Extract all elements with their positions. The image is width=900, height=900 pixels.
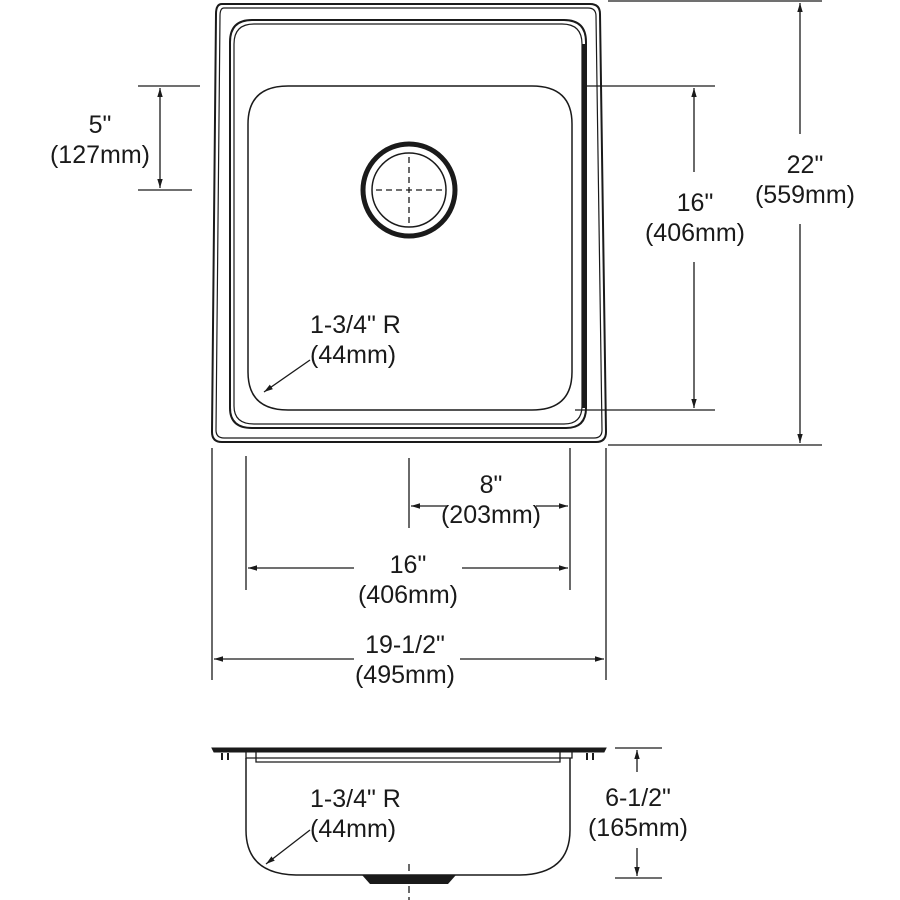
label-imperial: 19-1/2" [365, 631, 445, 659]
label-imperial: 1-3/4" R [310, 311, 401, 339]
drain-inner [371, 152, 447, 228]
label-metric: (203mm) [440, 501, 541, 529]
outer-rim [210, 3, 608, 443]
label-bowl-width: 16" (406mm) [348, 550, 468, 610]
bowl-rim [229, 19, 587, 429]
label-overall-width: 19-1/2" (495mm) [340, 630, 470, 690]
label-imperial: 8" [479, 471, 503, 499]
label-metric: (165mm) [587, 814, 688, 842]
label-imperial: 16" [676, 189, 714, 217]
dim-16in-vertical [575, 85, 715, 411]
flange [211, 747, 607, 753]
label-drain-to-side: 8" (203mm) [436, 470, 546, 530]
label-imperial: 1-3/4" R [310, 785, 401, 813]
label-metric: (127mm) [49, 141, 150, 169]
mounting-clip-right [586, 753, 594, 760]
label-corner-radius-side: 1-3/4" R (44mm) [310, 784, 420, 844]
label-imperial: 22" [786, 151, 824, 179]
label-metric: (406mm) [357, 581, 458, 609]
mounting-clip-left [221, 753, 229, 760]
dim-5in [138, 85, 200, 191]
rim-channel [245, 752, 573, 763]
outer-rim-inner [215, 7, 603, 439]
label-imperial: 16" [389, 551, 427, 579]
label-metric: (44mm) [310, 341, 397, 369]
label-bowl-length: 16" (406mm) [630, 188, 760, 248]
label-metric: (495mm) [354, 661, 455, 689]
bowl-bottom [247, 85, 573, 411]
label-corner-radius-top: 1-3/4" R (44mm) [310, 310, 420, 370]
label-metric: (406mm) [644, 219, 745, 247]
dim-6-5in [615, 747, 662, 879]
label-imperial: 6-1/2" [605, 784, 671, 812]
label-metric: (559mm) [754, 181, 855, 209]
label-metric: (44mm) [310, 815, 397, 843]
bowl-rim-inner [233, 23, 583, 425]
extension-lines [211, 448, 607, 680]
label-overall-length: 22" (559mm) [740, 150, 870, 210]
drain-outer [360, 141, 458, 239]
label-imperial: 5" [88, 111, 112, 139]
radius-leader-top [263, 359, 311, 393]
label-drain-offset: 5" (127mm) [40, 110, 160, 170]
sink-top-view [210, 3, 608, 443]
dim-22in [608, 0, 822, 446]
label-bowl-depth: 6-1/2" (165mm) [578, 783, 698, 843]
radius-leader-side [265, 829, 311, 865]
sink-side-view [211, 747, 607, 900]
